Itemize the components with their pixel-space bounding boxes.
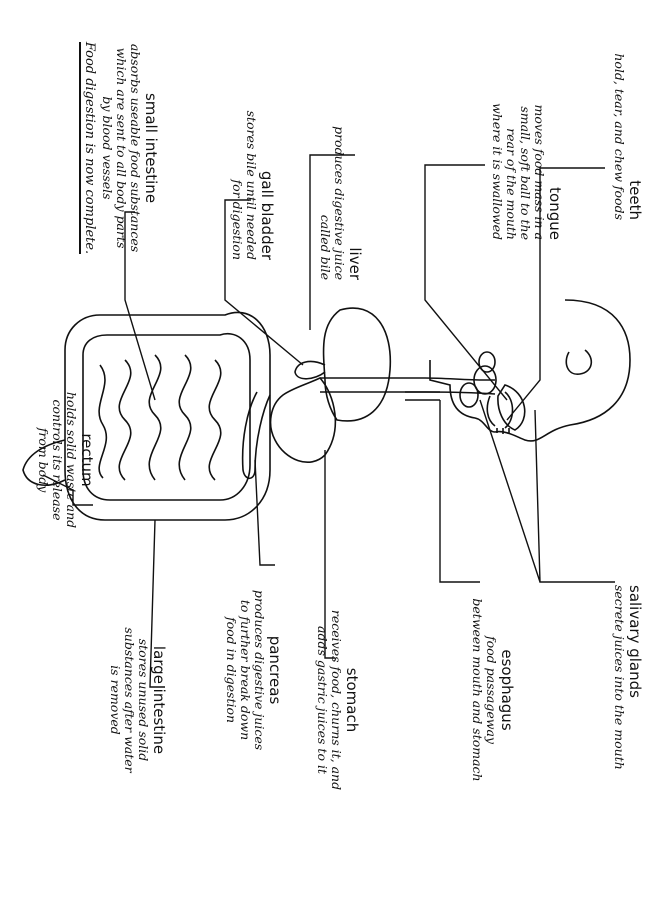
label-tongue-term: tongue [546, 20, 563, 240]
label-gall-bladder: gall bladder stores bile until needed fo… [230, 40, 275, 260]
label-esophagus: esophagus food passageway between mouth … [470, 570, 515, 810]
large-intestine-inner [83, 334, 250, 500]
label-pancreas: pancreas produces digestive juices to fu… [224, 570, 283, 770]
label-tongue-desc-3: rear of the mouth [504, 20, 518, 240]
label-rectum-desc-1: holds solid waste and [64, 380, 78, 540]
leader-pancreas [255, 460, 275, 565]
ear [566, 350, 591, 374]
label-large-intestine-desc-1: stores unused solid [136, 610, 150, 790]
large-intestine-shape [65, 312, 270, 520]
label-gall-bladder-desc-2: for digestion [230, 40, 244, 260]
label-pancreas-desc-3: food in digestion [224, 570, 238, 770]
label-liver: liver produces digestive juice called bi… [318, 60, 363, 280]
label-teeth-desc: hold, tear, and chew foods [612, 10, 626, 220]
trachea [405, 392, 440, 400]
head-outline [430, 300, 630, 441]
leader-salivary [480, 400, 615, 582]
label-gall-bladder-desc-1: stores bile until needed [244, 40, 258, 260]
label-gall-bladder-term: gall bladder [258, 40, 275, 260]
label-large-intestine-term: large intestine [150, 610, 167, 790]
label-liver-desc-2: called bile [318, 60, 332, 280]
label-liver-term: liver [346, 60, 363, 280]
label-rectum-term: rectum [78, 380, 95, 540]
label-tongue-desc-2: small, soft ball to the [518, 20, 532, 240]
label-rectum-desc-3: from body [36, 380, 50, 540]
salivary-gland-2 [460, 383, 478, 407]
label-salivary-glands-term: salivary glands [626, 585, 643, 815]
tongue-shape [498, 385, 525, 430]
label-rectum: rectum holds solid waste and controls it… [36, 380, 95, 540]
label-salivary-glands: salivary glands secrete juices into the … [612, 585, 643, 815]
label-salivary-glands-desc: secrete juices into the mouth [612, 585, 626, 815]
label-esophagus-term: esophagus [498, 570, 515, 810]
label-liver-desc-1: produces digestive juice [332, 60, 346, 280]
label-pancreas-desc-1: produces digestive juices [252, 570, 266, 770]
label-stomach-term: stomach [343, 600, 360, 800]
label-small-intestine-desc-1: absorbs useable food substances [128, 18, 142, 278]
label-small-intestine-term: small intestine [142, 18, 159, 278]
label-tongue-desc-1: moves food mass in a [532, 20, 546, 240]
small-intestine-shape [99, 355, 221, 480]
label-small-intestine-desc-3: by blood vessels [100, 18, 114, 278]
label-rectum-desc-2: controls its release [50, 380, 64, 540]
gall-bladder-shape [295, 361, 325, 378]
label-large-intestine-desc-3: is removed [108, 610, 122, 790]
leader-esophagus [440, 400, 480, 582]
label-tongue-desc-4: where it is swallowed [490, 20, 504, 240]
label-teeth: teeth hold, tear, and chew foods [612, 10, 643, 220]
label-tongue: tongue moves food mass in a small, soft … [490, 20, 563, 240]
label-pancreas-desc-2: to further break down [238, 570, 252, 770]
label-stomach-desc-2: adds gastric juices to it [315, 600, 329, 800]
label-large-intestine: large intestine stores unused solid subs… [108, 610, 167, 790]
label-stomach: stomach receives food, churns it, and ad… [315, 600, 360, 800]
label-small-intestine-desc-2: which are sent to all body parts [114, 18, 128, 278]
label-stomach-desc-1: receives food, churns it, and [329, 600, 343, 800]
label-teeth-term: teeth [626, 10, 643, 220]
label-small-intestine-final: Food digestion is now complete. [79, 42, 97, 254]
label-esophagus-desc-1: food passageway [484, 570, 498, 810]
label-small-intestine: small intestine absorbs useable food sub… [79, 18, 159, 278]
label-pancreas-term: pancreas [266, 570, 283, 770]
pancreas-shape [243, 392, 270, 478]
label-large-intestine-desc-2: substances after water [122, 610, 136, 790]
label-esophagus-desc-2: between mouth and stomach [470, 570, 484, 810]
esophagus-tube [320, 378, 495, 380]
